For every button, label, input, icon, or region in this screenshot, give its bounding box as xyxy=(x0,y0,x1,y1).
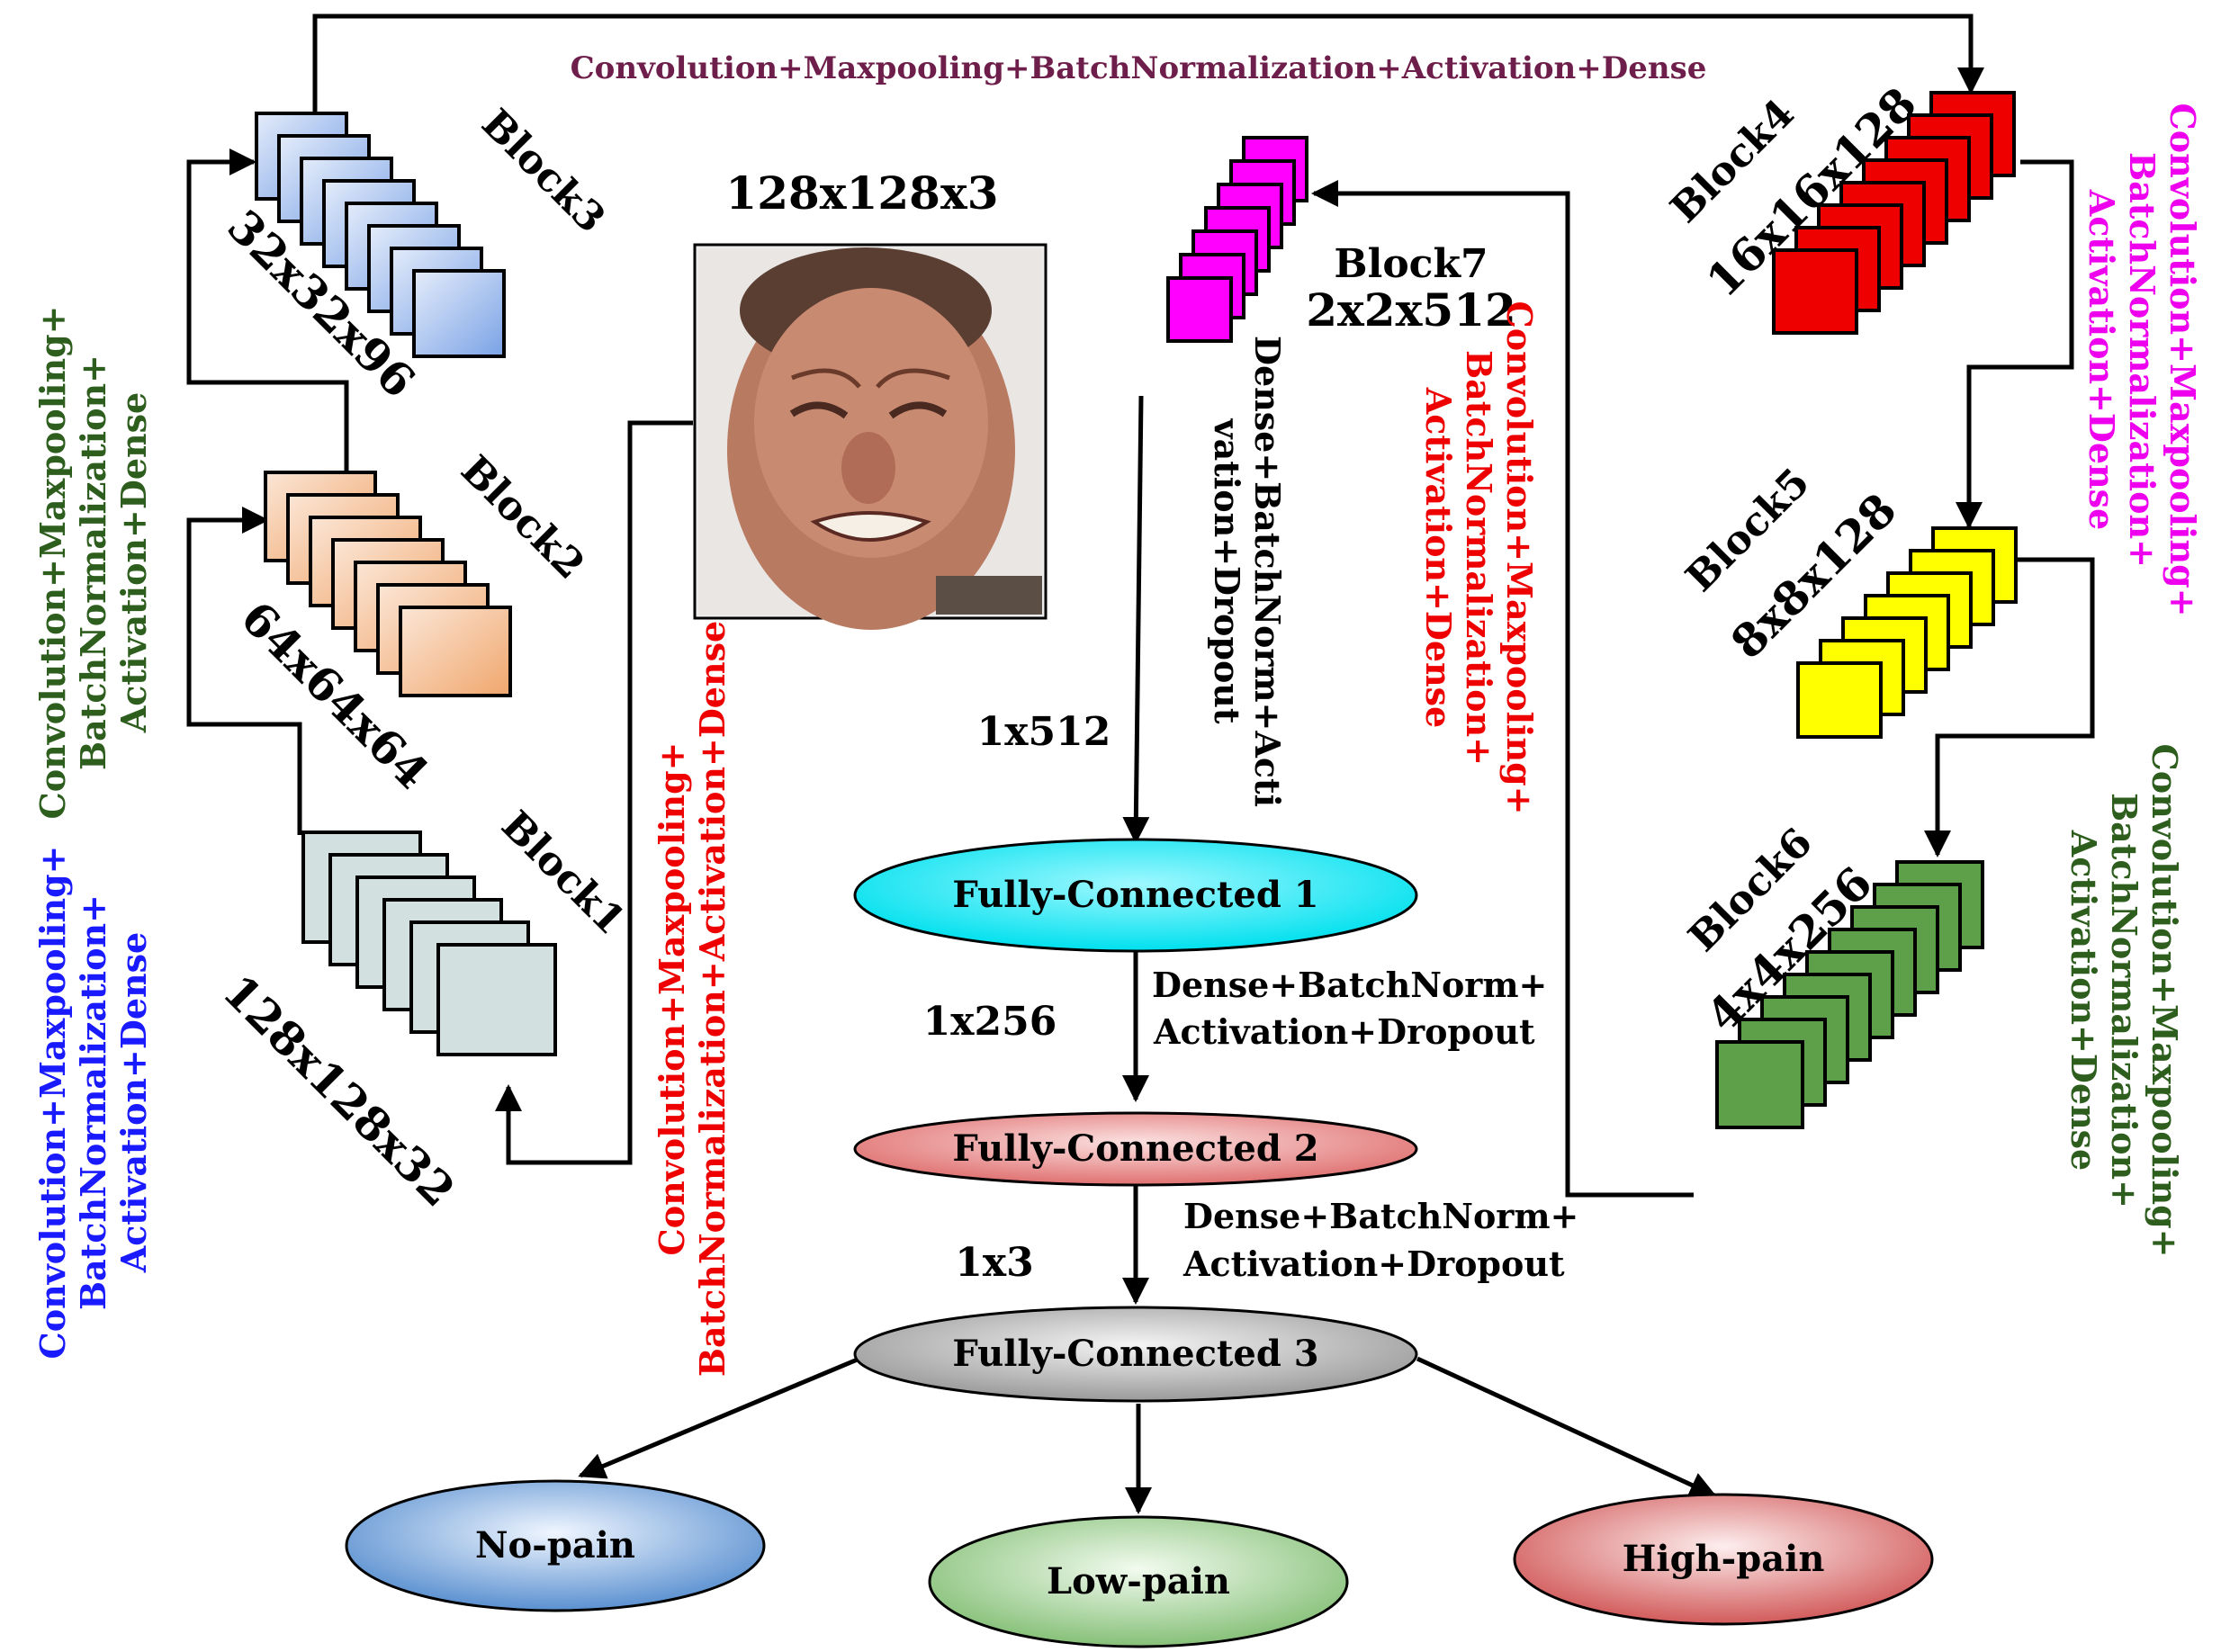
block6-feature-map xyxy=(1715,1040,1804,1129)
input-operation-line2: BatchNormalization+Activation+Dense xyxy=(692,621,733,1377)
block7-feature-map xyxy=(1166,276,1233,343)
block4-feature-map xyxy=(1772,248,1858,335)
block6-operation-line2: BatchNormalization+ xyxy=(1459,350,1499,766)
feature-map-stacks xyxy=(255,91,2018,1129)
block5-feature-map xyxy=(1796,661,1883,739)
block4-feature-maps xyxy=(1772,91,2016,335)
fully-connected-layers xyxy=(853,838,1418,1403)
block3-feature-map xyxy=(412,269,506,358)
block6-operation: Convolution+Maxpooling+ BatchNormalizati… xyxy=(1418,301,1540,814)
connector-block5-to-block6 xyxy=(1924,557,2095,857)
block2-feature-maps xyxy=(264,471,512,697)
block3-name: Block3 xyxy=(472,101,614,242)
block5-operation-line3: Activation+Dense xyxy=(2064,830,2104,1171)
fc1-to-fc2-operation-line1: Dense+BatchNorm+ xyxy=(1152,965,1547,1005)
connector-block3-to-block4 xyxy=(312,13,1984,115)
block4-operation-line3: Activation+Dense xyxy=(2082,189,2122,530)
output-high-pain xyxy=(1513,1493,1934,1626)
block2-operation: Convolution+Maxpooling+ BatchNormalizati… xyxy=(32,305,154,819)
block7-name: Block7 xyxy=(1334,241,1488,287)
input-image xyxy=(693,243,1048,630)
output-low-pain-label: Low-pain xyxy=(1047,1560,1230,1603)
block1-operation-line3: Activation+Dense xyxy=(113,932,154,1273)
fc2-label: Fully-Connected 2 xyxy=(952,1127,1318,1170)
fc2-input-size: 1x256 xyxy=(923,999,1057,1045)
fc1-to-fc2-operation-line2: Activation+Dropout xyxy=(1153,1011,1535,1052)
connector-image-to-block1 xyxy=(495,420,693,1165)
block1-operation-line1: Convolution+Maxpooling+ xyxy=(32,845,73,1359)
input-operation-line1: Convolution+Maxpooling+ xyxy=(652,741,692,1255)
block7-to-fc1-operation-line2: vation+Dropout xyxy=(1207,418,1247,724)
connector-block6-to-block7 xyxy=(1311,180,1694,1198)
fc3-input-size: 1x3 xyxy=(955,1240,1033,1286)
fc1-label: Fully-Connected 1 xyxy=(952,874,1318,916)
input-size-label: 128x128x3 xyxy=(725,166,998,220)
connector-fc3-to-no-pain xyxy=(578,1356,860,1479)
input-operation: Convolution+Maxpooling+ BatchNormalizati… xyxy=(652,621,733,1377)
block6-feature-maps xyxy=(1715,860,1984,1129)
output-no-pain xyxy=(345,1479,766,1612)
block1-operation-line2: BatchNormalization+ xyxy=(73,894,113,1310)
fc3-node xyxy=(853,1306,1418,1403)
output-high-pain-label: High-pain xyxy=(1623,1538,1825,1580)
block2-name: Block2 xyxy=(452,447,593,588)
block5-operation: Convolution+Maxpooling+ BatchNormalizati… xyxy=(2064,743,2185,1257)
connectors xyxy=(186,13,2095,1514)
connector-fc3-to-high-pain xyxy=(1416,1356,1717,1498)
block2-feature-map xyxy=(399,606,512,697)
connector-block7-to-fc1 xyxy=(1122,395,1150,844)
output-no-pain-label: No-pain xyxy=(475,1524,635,1567)
top-operation-label: Convolution+Maxpooling+BatchNormalizatio… xyxy=(571,50,1707,86)
fc1-node xyxy=(853,838,1418,953)
fc2-node xyxy=(853,1111,1418,1187)
fc1-input-size: 1x512 xyxy=(977,709,1111,755)
block4-operation-line1: Convolution+Maxpooling+ xyxy=(2163,103,2203,616)
block3-feature-maps xyxy=(255,112,506,358)
block4-operation-line2: BatchNormalization+ xyxy=(2122,152,2163,568)
connector-block2-to-block3 xyxy=(186,148,349,472)
grimacing-face-photo xyxy=(727,247,1042,630)
block6-operation-line3: Activation+Dense xyxy=(1418,387,1459,728)
block1-feature-map xyxy=(436,943,557,1056)
block2-operation-line1: Convolution+Maxpooling+ xyxy=(32,305,73,819)
fc2-to-fc3-operation-line2: Activation+Dropout xyxy=(1182,1243,1565,1284)
block2-operation-line3: Activation+Dense xyxy=(113,392,154,733)
output-classes xyxy=(345,1479,1934,1648)
connector-block1-to-block2 xyxy=(186,507,302,835)
block7-to-fc1-operation: Dense+BatchNorm+Acti vation+Dropout xyxy=(1207,336,1288,807)
fc3-label: Fully-Connected 3 xyxy=(952,1333,1318,1375)
block7-feature-maps xyxy=(1166,136,1308,343)
block6-operation-line1: Convolution+Maxpooling+ xyxy=(1499,301,1540,814)
block5-feature-maps xyxy=(1796,526,2018,739)
output-low-pain xyxy=(928,1515,1349,1648)
block5-operation-line1: Convolution+Maxpooling+ xyxy=(2145,743,2185,1257)
connector-block4-to-block5 xyxy=(1956,159,2074,529)
block1-feature-maps xyxy=(301,830,557,1056)
block7-dims: 2x2x512 xyxy=(1306,283,1516,337)
block4-operation: Convolution+Maxpooling+ BatchNormalizati… xyxy=(2082,103,2203,616)
block7-to-fc1-operation-line1: Dense+BatchNorm+Acti xyxy=(1247,336,1288,807)
block5-operation-line2: BatchNormalization+ xyxy=(2104,793,2145,1208)
block1-operation: Convolution+Maxpooling+ BatchNormalizati… xyxy=(32,845,154,1359)
block2-operation-line2: BatchNormalization+ xyxy=(73,355,113,770)
fc2-to-fc3-operation-line1: Dense+BatchNorm+ xyxy=(1183,1196,1578,1236)
